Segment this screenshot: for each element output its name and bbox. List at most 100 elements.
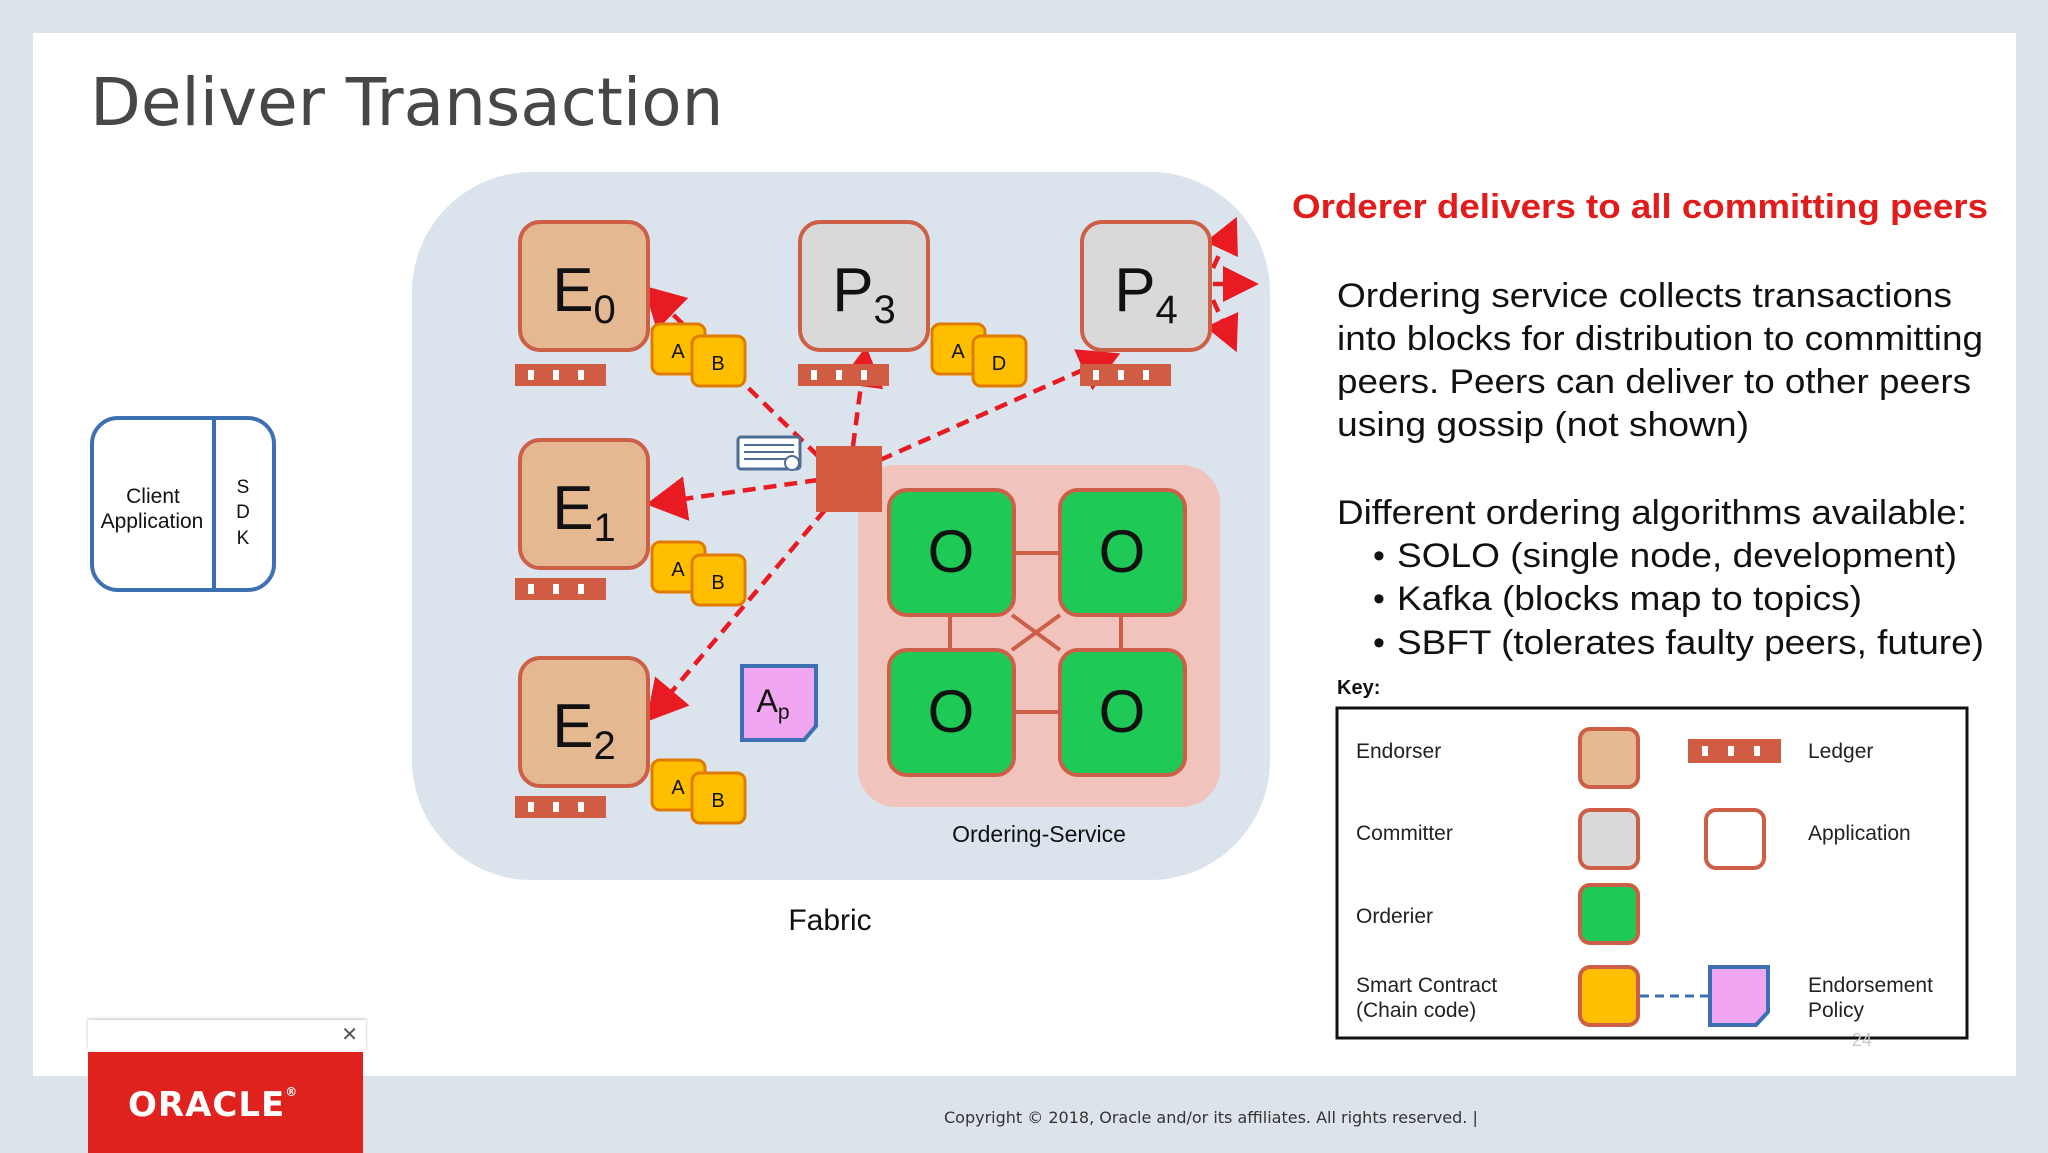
svg-text:P4: P4 xyxy=(1114,256,1178,332)
orderer-node-top-right: O xyxy=(1058,488,1187,617)
key-title: Key: xyxy=(1337,677,1380,699)
svg-text:E2: E2 xyxy=(552,692,616,768)
orderer-node-top-left: O xyxy=(887,488,1016,617)
copyright-footer: Copyright © 2018, Oracle and/or its affi… xyxy=(944,1108,1478,1127)
key-endorsement-label: Endorsement xyxy=(1808,974,1933,997)
node-letter: E xyxy=(552,692,593,761)
endorser-e0: E0 xyxy=(518,220,650,352)
chaincode-label: B xyxy=(711,790,724,812)
node-subscript: 1 xyxy=(594,506,616,550)
sdk-letter-s: S xyxy=(237,477,250,498)
ledger-e0 xyxy=(515,364,606,386)
node-subscript: 4 xyxy=(1156,288,1178,332)
chaincode-label: B xyxy=(711,572,724,594)
node-subscript: 3 xyxy=(874,288,896,332)
client-label-line1: Client xyxy=(126,485,180,508)
transaction-block xyxy=(816,446,882,512)
algorithms-heading: Different ordering algorithms available: xyxy=(1337,494,1967,532)
bullet-glyph: • xyxy=(1373,580,1385,618)
arrow-to-e2 xyxy=(646,508,827,722)
chaincode-e2: A B xyxy=(650,758,747,825)
node-letter: E xyxy=(552,256,593,325)
committer-p4: P4 xyxy=(1080,220,1212,352)
close-icon[interactable]: ✕ xyxy=(341,1024,358,1046)
page-number: 24 xyxy=(1852,1030,1873,1050)
key-row-endorser: Endorser Ledger xyxy=(1356,727,1873,789)
explanation-heading: Orderer delivers to all committing peers xyxy=(1292,188,1988,226)
node-letter: E xyxy=(552,474,593,543)
chaincode-label: A xyxy=(671,341,685,363)
arrow-to-p4 xyxy=(879,349,1121,463)
svg-text:E1: E1 xyxy=(552,474,616,550)
orderer-node-bottom-left: O xyxy=(887,648,1016,777)
explanation-line: Ordering service collects transactions xyxy=(1337,277,1952,315)
algorithms-list: • SOLO (single node, development) • Kafk… xyxy=(1373,537,1984,662)
key-smart-contract-label: (Chain code) xyxy=(1356,999,1476,1022)
key-row-smart-contract: Smart Contract (Chain code) Endorsement … xyxy=(1356,965,1933,1027)
gossip-arrow-up xyxy=(1205,216,1238,269)
key-box xyxy=(1335,706,1969,1040)
key-row-orderer: Orderier xyxy=(1356,883,1640,945)
bullet-glyph: • xyxy=(1373,537,1385,575)
sdk-letter-k: K xyxy=(237,528,250,549)
arrow-to-p3 xyxy=(838,346,884,447)
chaincode-e0: A B xyxy=(650,322,747,388)
client-application: Client Application S D K xyxy=(90,416,276,592)
explanation-line: using gossip (not shown) xyxy=(1337,406,1749,444)
orderer-node-bottom-right: O xyxy=(1058,648,1187,777)
algorithm-item: SOLO (single node, development) xyxy=(1397,537,1957,575)
node-subscript: 0 xyxy=(594,288,616,332)
node-subscript: 2 xyxy=(594,724,616,768)
explanation-line: into blocks for distribution to committi… xyxy=(1337,320,1983,358)
key-orderer-label: Orderier xyxy=(1356,905,1433,928)
ledger-e1 xyxy=(515,578,606,600)
policy-subscript: p xyxy=(778,701,790,724)
orderer-glyph: O xyxy=(1099,678,1146,745)
node-letter: P xyxy=(832,256,873,325)
svg-text:Ap: Ap xyxy=(756,683,789,724)
ledger-p4 xyxy=(1080,364,1171,386)
notification-strip: ✕ xyxy=(88,1020,366,1050)
svg-text:P3: P3 xyxy=(832,256,896,332)
orderer-glyph: O xyxy=(1099,518,1146,585)
chaincode-label: A xyxy=(671,777,685,799)
ledger-e2 xyxy=(515,796,606,818)
oracle-logo-panel xyxy=(88,1052,363,1153)
bullet-glyph: • xyxy=(1373,624,1385,662)
key-application-label: Application xyxy=(1808,822,1911,845)
algorithm-item: Kafka (blocks map to topics) xyxy=(1397,580,1862,618)
svg-text:E0: E0 xyxy=(552,256,616,332)
key-row-committer: Committer Application xyxy=(1356,808,1911,870)
ordering-service-label: Ordering-Service xyxy=(952,821,1126,847)
chaincode-label: D xyxy=(992,353,1006,375)
endorser-e1: E1 xyxy=(518,438,650,570)
key-endorsement-label: Policy xyxy=(1808,999,1865,1022)
algorithm-item: SBFT (tolerates faulty peers, future) xyxy=(1397,624,1984,662)
slide-title: Deliver Transaction xyxy=(90,64,724,141)
gossip-arrow-down xyxy=(1205,299,1239,353)
arrow-to-e1 xyxy=(646,476,819,521)
endorsement-policy: Ap xyxy=(740,664,818,742)
explanation-line: peers. Peers can deliver to other peers xyxy=(1337,363,1971,401)
node-letter: P xyxy=(1114,256,1155,325)
key-ledger-swatch xyxy=(1688,739,1781,763)
key-committer-label: Committer xyxy=(1356,822,1453,845)
key-ledger-label: Ledger xyxy=(1808,740,1873,763)
client-label-line2: Application xyxy=(101,510,204,533)
chaincode-label: A xyxy=(671,559,685,581)
chaincode-label: B xyxy=(711,353,724,375)
chaincode-label: A xyxy=(951,341,965,363)
chaincode-e1: A B xyxy=(650,540,747,607)
key-endorser-label: Endorser xyxy=(1356,740,1441,763)
committer-p3: P3 xyxy=(798,220,930,352)
fabric-label: Fabric xyxy=(788,904,871,937)
explanation-paragraph-1: Ordering service collects transactions i… xyxy=(1337,277,1983,444)
sdk-letter-d: D xyxy=(236,502,250,523)
orderer-glyph: O xyxy=(928,678,975,745)
orderer-glyph: O xyxy=(928,518,975,585)
registered-mark: ® xyxy=(285,1085,299,1099)
endorser-e2: E2 xyxy=(518,656,650,788)
policy-letter: A xyxy=(756,683,778,719)
ledger-p3 xyxy=(798,364,889,386)
chaincode-p3: A D xyxy=(930,322,1028,388)
